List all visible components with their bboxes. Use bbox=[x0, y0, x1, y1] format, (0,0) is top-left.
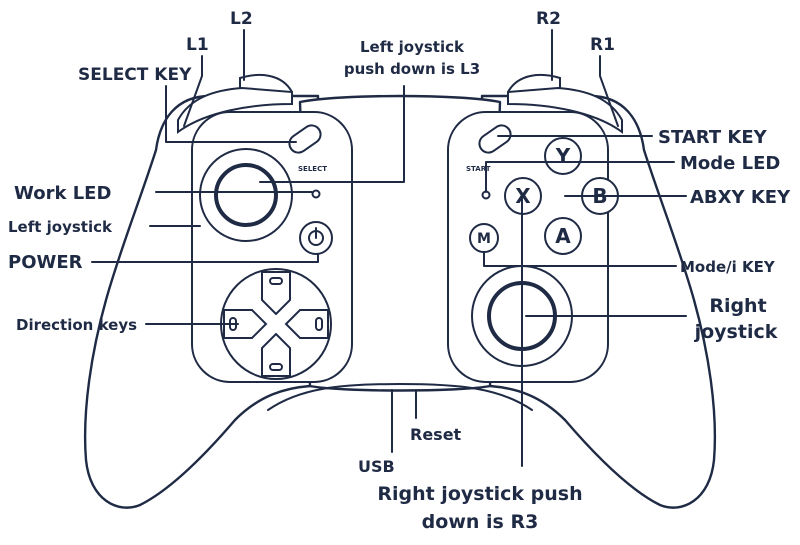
bottom-curve bbox=[267, 383, 533, 411]
button-a-letter: A bbox=[555, 224, 571, 248]
leader-power bbox=[91, 253, 319, 263]
label-work-led: Work LED bbox=[14, 183, 111, 204]
label-r3-line2: down is R3 bbox=[422, 511, 539, 533]
label-right-joystick-line1: Right bbox=[709, 295, 766, 317]
left-joystick-stick bbox=[214, 163, 278, 227]
start-marking: START bbox=[466, 165, 491, 173]
label-r1: R1 bbox=[590, 35, 615, 55]
label-l3-line2: push down is L3 bbox=[344, 60, 480, 78]
leader-mode-i bbox=[483, 251, 677, 267]
label-mode-i-key: Mode/i KEY bbox=[680, 258, 776, 276]
shoulders bbox=[177, 74, 623, 134]
mode-i-letter: M bbox=[477, 231, 491, 247]
leader-select bbox=[165, 85, 297, 143]
controller-body bbox=[83, 94, 717, 509]
select-marking: SELECT bbox=[298, 165, 327, 173]
label-l1: L1 bbox=[186, 35, 209, 55]
leader-mode-led bbox=[485, 161, 675, 193]
label-usb: USB bbox=[358, 457, 395, 476]
abxy-buttons: Y X B A bbox=[504, 137, 619, 255]
start-button bbox=[478, 124, 512, 154]
button-y bbox=[544, 137, 582, 175]
dpad-right-mark bbox=[315, 317, 323, 331]
label-l2: L2 bbox=[230, 9, 253, 29]
dpad-up-mark bbox=[269, 277, 283, 285]
callout-lines bbox=[91, 29, 687, 467]
dpad-right bbox=[284, 309, 329, 339]
button-x-letter: X bbox=[515, 184, 531, 208]
direction-pad bbox=[220, 268, 332, 380]
label-power: POWER bbox=[8, 252, 83, 273]
label-l3-line1: Left joystick bbox=[360, 38, 465, 56]
label-r3-line1: Right joystick push bbox=[377, 483, 582, 505]
l1-bumper bbox=[177, 86, 293, 134]
label-left-joystick: Left joystick bbox=[8, 218, 113, 236]
work-led bbox=[311, 189, 321, 199]
button-a bbox=[544, 217, 582, 255]
label-direction-keys: Direction keys bbox=[16, 316, 137, 334]
label-start-key: START KEY bbox=[658, 127, 768, 148]
label-reset: Reset bbox=[410, 425, 462, 444]
label-mode-led: Mode LED bbox=[680, 153, 780, 174]
leader-r1 bbox=[599, 55, 619, 127]
label-select-key: SELECT KEY bbox=[78, 65, 192, 85]
r1-bumper bbox=[507, 86, 623, 134]
button-y-letter: Y bbox=[555, 144, 571, 168]
dpad-down-mark bbox=[269, 363, 283, 371]
label-r2: R2 bbox=[536, 9, 561, 29]
dpad-down bbox=[261, 332, 291, 377]
label-abxy-key: ABXY KEY bbox=[690, 187, 791, 208]
label-right-joystick-line2: joystick bbox=[694, 321, 778, 343]
leader-l3 bbox=[259, 85, 405, 183]
select-button bbox=[288, 124, 322, 154]
leader-l1 bbox=[183, 55, 203, 127]
dpad-left bbox=[223, 309, 268, 339]
dpad-up bbox=[261, 271, 291, 316]
labels: L2 L1 SELECT KEY Left joystick push down… bbox=[8, 9, 791, 533]
